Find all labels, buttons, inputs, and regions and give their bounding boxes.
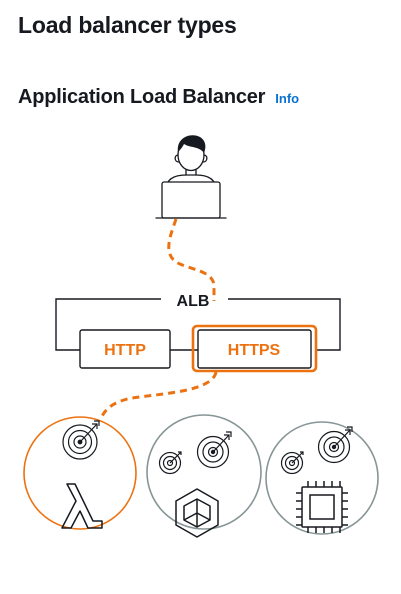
target-lambda <box>23 416 137 530</box>
protocol-http-label: HTTP <box>104 342 146 359</box>
section-header: Application Load Balancer Info <box>18 82 299 112</box>
target-bullseye-icon <box>62 420 100 460</box>
page-title: Load balancer types <box>18 12 237 38</box>
connector-user-to-alb <box>167 218 216 301</box>
user-laptop-icon <box>155 135 227 219</box>
lambda-icon <box>61 483 103 529</box>
connector-alb-to-target <box>98 371 218 421</box>
protocol-http-box: HTTP <box>79 329 171 369</box>
section-title: Application Load Balancer <box>18 86 266 108</box>
target-bullseye-icon <box>196 431 232 469</box>
protocol-https-label: HTTPS <box>228 342 281 359</box>
instance-icon <box>296 481 348 533</box>
target-bullseye-icon <box>317 426 353 464</box>
target-instances <box>265 421 379 535</box>
container-icon <box>175 488 219 538</box>
protocol-https-box: HTTPS <box>191 324 318 373</box>
info-link[interactable]: Info <box>275 91 300 106</box>
target-containers <box>146 414 262 538</box>
alb-group-label: ALB <box>177 293 210 310</box>
target-bullseye-icon <box>158 451 182 475</box>
target-bullseye-icon <box>280 451 304 475</box>
